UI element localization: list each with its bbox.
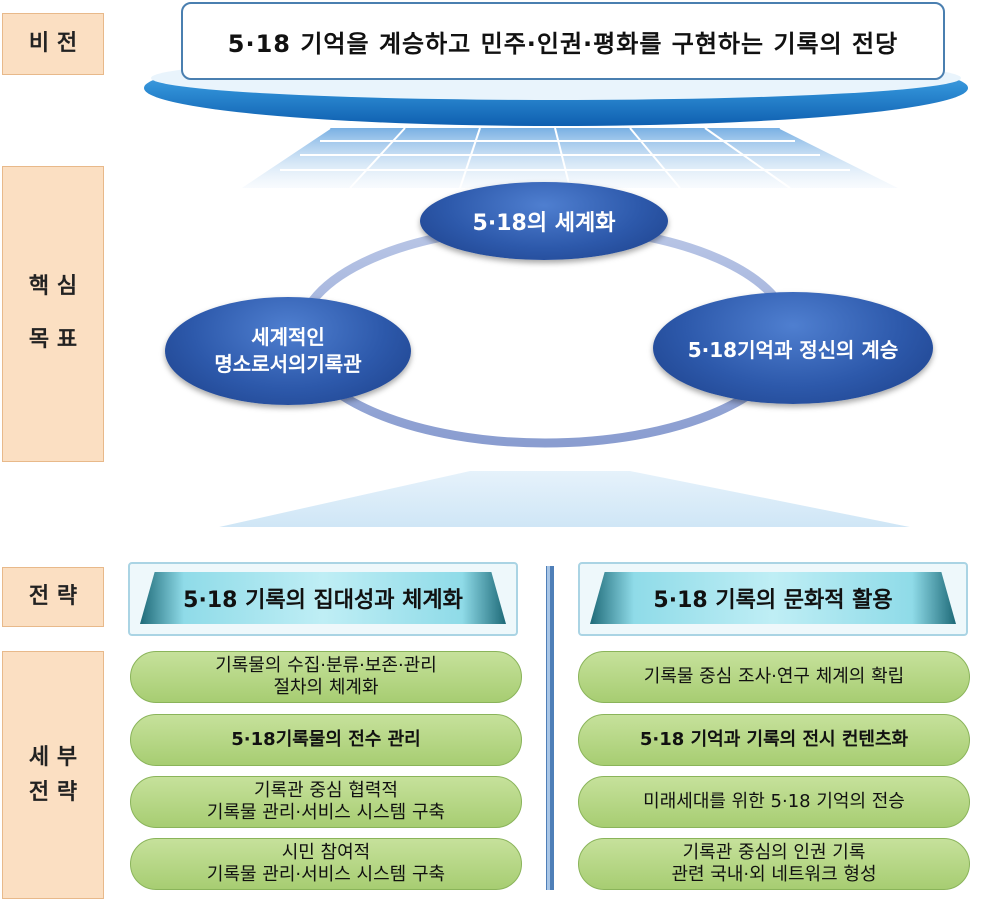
- detail-right-3: 미래세대를 위한 5·18 기억의 전승: [578, 776, 970, 828]
- goal-globalization: 5·18의 세계화: [420, 182, 668, 260]
- light-platform: [210, 470, 920, 528]
- strategy-label: 전 략: [2, 567, 104, 627]
- strategy-compilation-systematization: 5·18 기록의 집대성과 체계화: [140, 572, 506, 624]
- detail-left-2: 5·18기록물의 전수 관리: [130, 714, 522, 766]
- detail-left-4: 시민 참여적 기록물 관리·서비스 시스템 구축: [130, 838, 522, 890]
- detail-left-1: 기록물의 수집·분류·보존·관리 절차의 체계화: [130, 651, 522, 703]
- strategy-left-box: 5·18 기록의 집대성과 체계화: [128, 562, 518, 636]
- goal-world-landmark-archive: 세계적인 명소로서의기록관: [165, 297, 411, 405]
- core-goal-label: 핵 심 목 표: [2, 166, 104, 462]
- vision-label: 비 전: [2, 13, 104, 75]
- strategy-cultural-utilization: 5·18 기록의 문화적 활용: [590, 572, 956, 624]
- goal-memory-spirit-succession: 5·18기억과 정신의 계승: [653, 292, 933, 404]
- strategy-right-box: 5·18 기록의 문화적 활용: [578, 562, 968, 636]
- detail-strategy-label: 세 부 전 략: [2, 651, 104, 899]
- perspective-grid: [239, 127, 901, 189]
- detail-right-4: 기록관 중심의 인권 기록 관련 국내·외 네트워크 형성: [578, 838, 970, 890]
- vision-statement: 5·18 기억을 계승하고 민주·인권·평화를 구현하는 기록의 전당: [181, 2, 945, 80]
- detail-right-2: 5·18 기억과 기록의 전시 컨텐츠화: [578, 714, 970, 766]
- detail-left-3: 기록관 중심 협력적 기록물 관리·서비스 시스템 구축: [130, 776, 522, 828]
- detail-right-1: 기록물 중심 조사·연구 체계의 확립: [578, 651, 970, 703]
